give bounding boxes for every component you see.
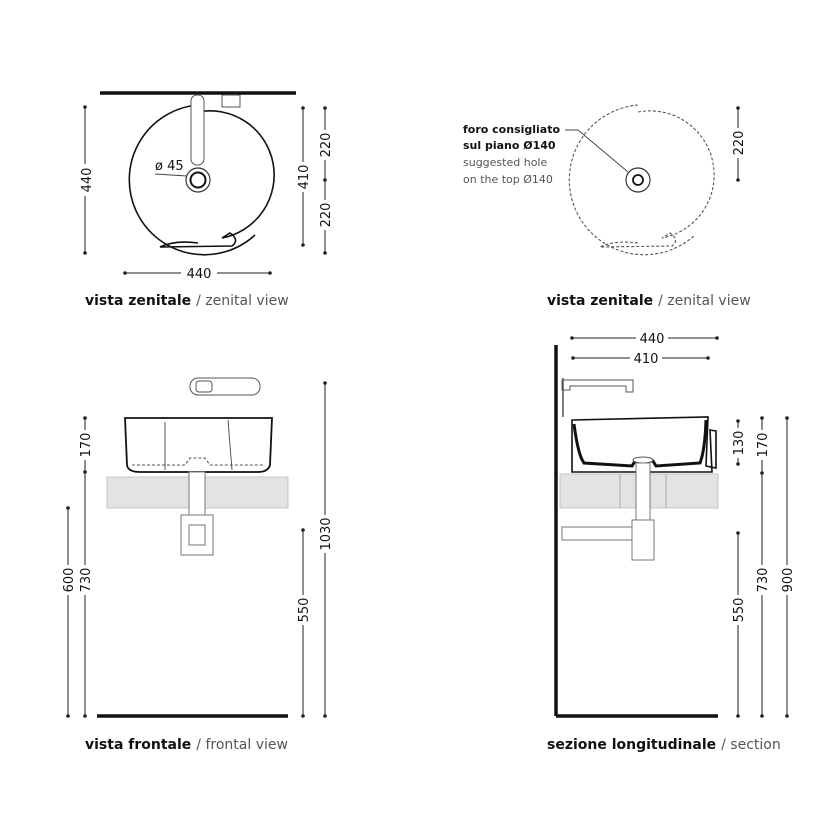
section-view: 440 410 130 550 170 730 900 sez [547,330,796,753]
dim-170: 170 [756,433,771,458]
note-line: on the top Ø140 [463,173,553,186]
caption: vista frontale/ frontal view [85,737,288,753]
note-line: sul piano Ø140 [463,139,556,152]
dim-600: 600 [62,568,77,593]
dim-730: 730 [756,568,771,593]
waste-pipe [635,462,651,524]
hole-inner [632,174,644,186]
drain-cap [632,456,654,464]
dim-220-top: 220 [319,133,334,158]
dim-440: 440 [640,332,665,347]
note-line: foro consigliato [463,123,560,136]
basin-edge [164,419,233,471]
dim-730: 730 [79,568,94,593]
drain-diameter-label: ø 45 [155,159,184,174]
dim-900: 900 [781,568,796,593]
basin-section-outline [571,416,717,473]
top-view-left: ø 45 440 440 410 220 220 vista zenitale/… [78,91,334,309]
dim-550: 550 [732,598,747,623]
caption: sezione longitudinale/ section [547,737,781,753]
dim-220: 220 [732,131,747,156]
basin-inner-rim [159,110,275,248]
horizontal-pipe [561,526,639,541]
faucet-knob [195,380,213,393]
waste-pipe [188,471,206,518]
trap-body [188,524,206,546]
caption: vista zenitale/ zenital view [85,293,289,309]
basin [124,417,273,473]
dim-130: 130 [732,431,747,456]
faucet-mixer [221,94,241,108]
top-view-right: foro consigliato sul piano Ø140 suggeste… [463,104,751,309]
basin-outer-rim [128,104,256,256]
basin-outline-dashed [568,104,696,256]
caption: vista zenitale/ zenital view [547,293,751,309]
dim-410: 410 [634,352,659,367]
front-view: 170 730 600 550 1030 vista frontale/ fro… [61,377,334,753]
dim-170: 170 [79,433,94,458]
faucet [561,379,634,393]
dim-height-440: 440 [80,168,95,193]
drain-leader [154,173,188,177]
dim-width-440: 440 [187,267,212,282]
dim-220-bottom: 220 [319,203,334,228]
note-leader [565,129,629,173]
bottle-trap [631,519,655,561]
dim-550: 550 [297,598,312,623]
drain-inner [189,171,207,189]
basin-inner-dashed [599,110,715,248]
dim-410: 410 [297,165,312,190]
note-line: suggested hole [463,156,547,169]
faucet-spout [190,94,205,166]
dim-1030: 1030 [319,517,334,550]
